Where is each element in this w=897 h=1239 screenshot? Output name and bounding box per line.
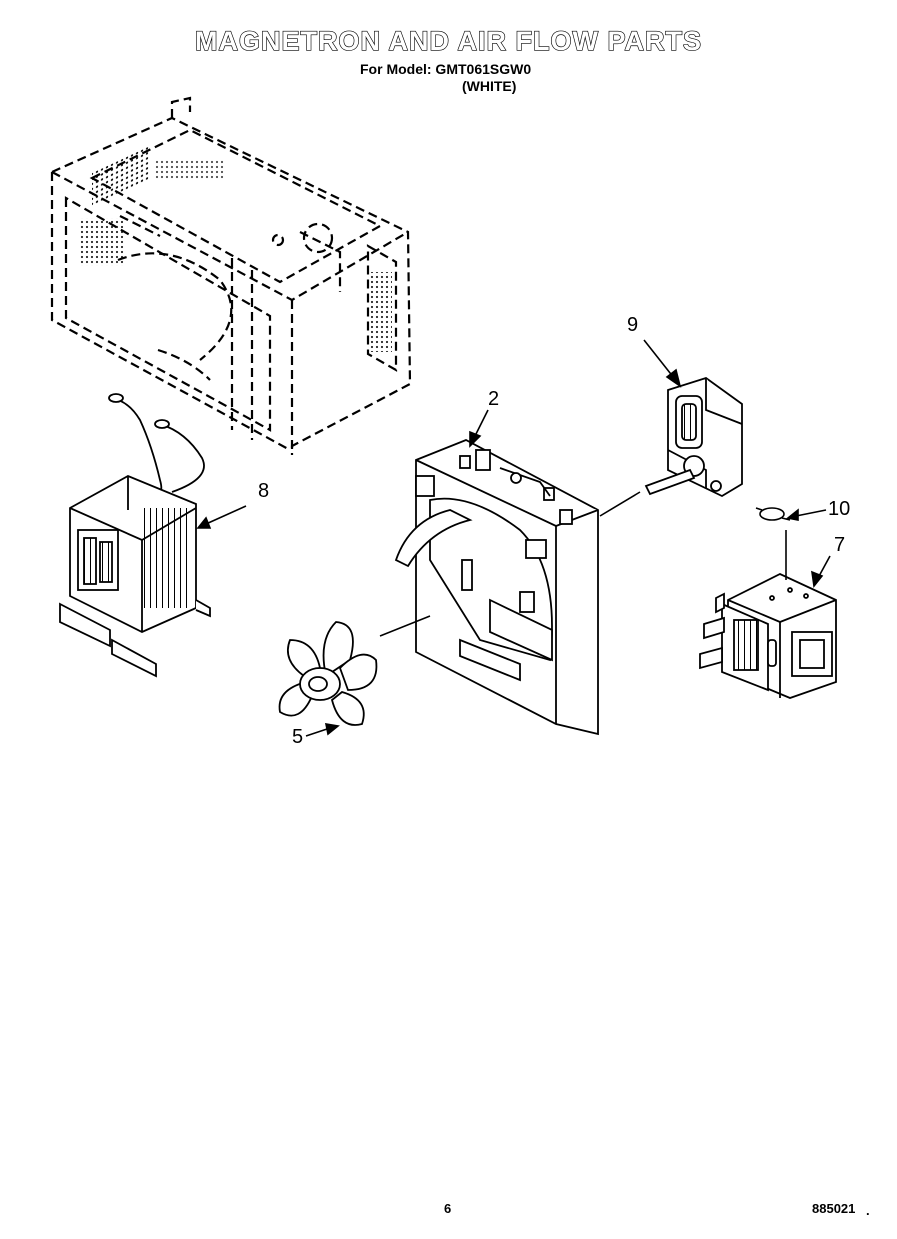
callout-9: 9: [627, 314, 639, 336]
vent-holes-left: [80, 218, 124, 266]
fan-motor: [644, 377, 743, 498]
transformer: [59, 393, 211, 678]
vent-holes-right: [368, 272, 392, 352]
callout-2: 2: [488, 388, 500, 410]
page-title: MAGNETRON AND AIR FLOW PARTS: [194, 25, 702, 56]
page-number: 6: [444, 1201, 452, 1216]
footer-mark: .: [866, 1203, 870, 1218]
callout-10: 10: [828, 498, 851, 520]
air-guide: [394, 439, 599, 736]
vent-holes-rear: [154, 160, 224, 180]
color-variant: (WHITE): [462, 78, 517, 94]
magnetron: [699, 573, 837, 699]
cabinet-outline: [50, 96, 412, 455]
thermal-cutout: [755, 507, 791, 521]
fan-blade: [278, 621, 378, 726]
model-line: For Model: GMT061SGW0: [360, 61, 532, 77]
leader-lines: [196, 339, 831, 737]
document-code: 885021: [812, 1201, 856, 1216]
callout-5: 5: [292, 726, 304, 748]
vent-holes-top: [92, 146, 150, 208]
callout-7: 7: [834, 534, 846, 556]
callout-8: 8: [258, 480, 270, 502]
